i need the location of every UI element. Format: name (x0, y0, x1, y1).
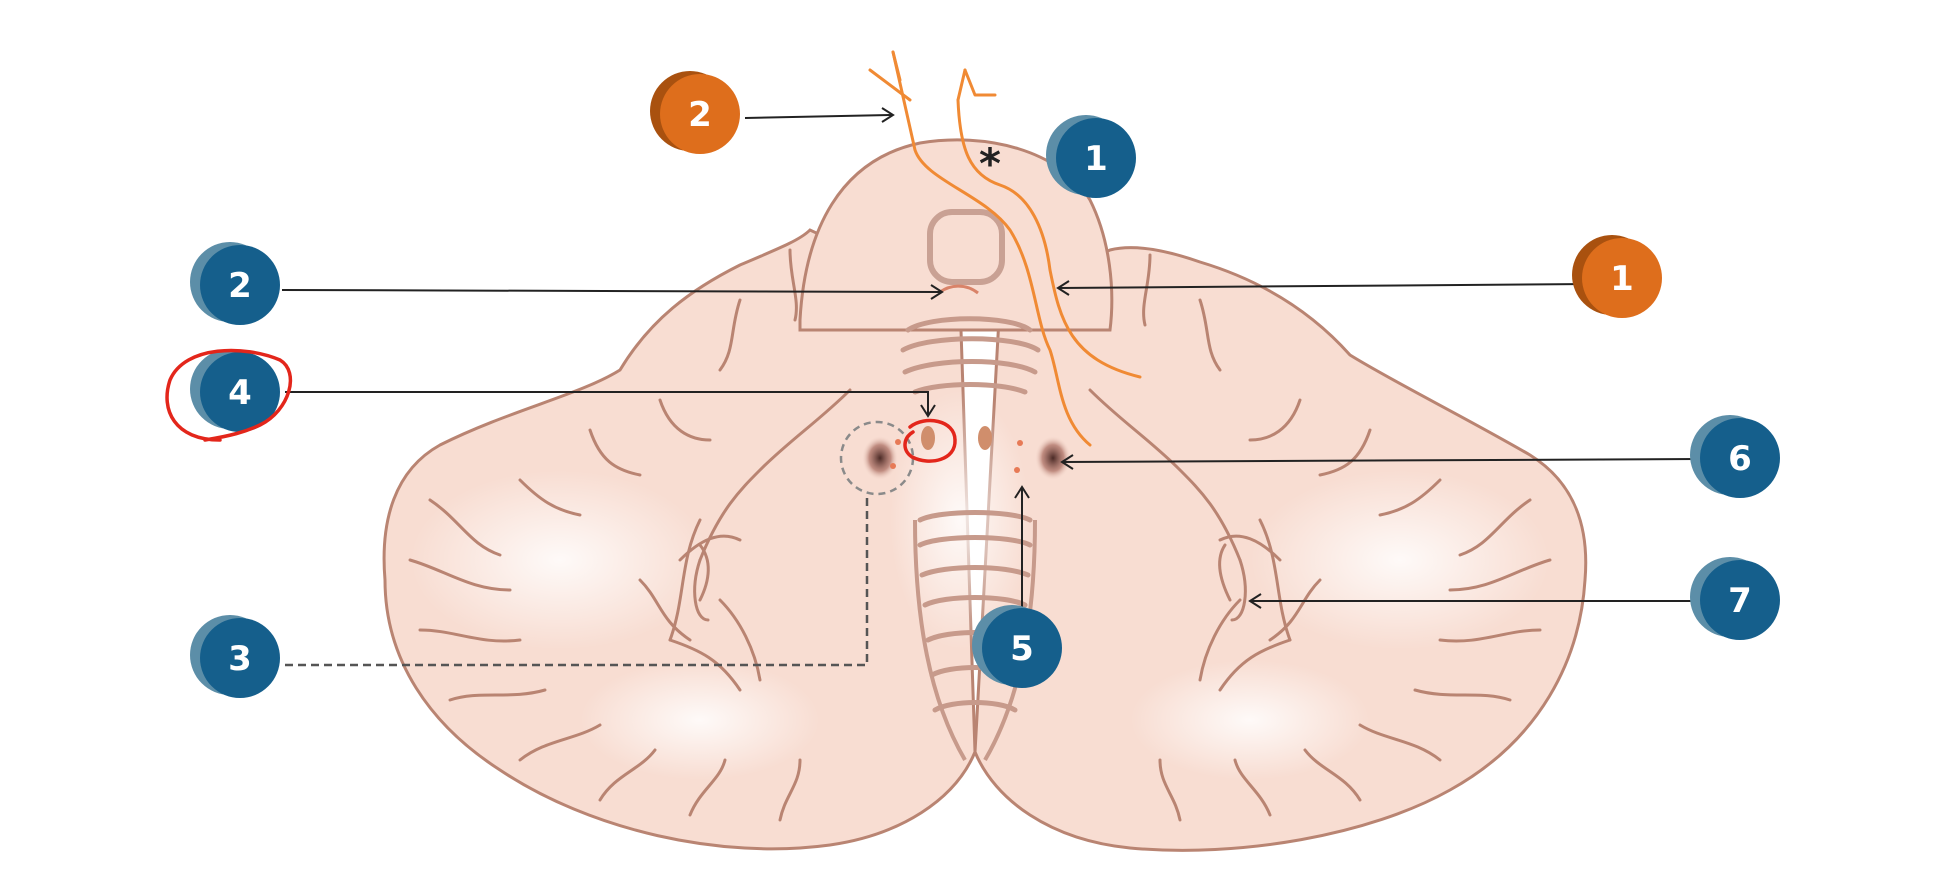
badge-circle (660, 74, 740, 154)
badge-orange-right: 1 (1572, 235, 1662, 318)
badge-circle (982, 608, 1062, 688)
badge-number: 7 (1728, 581, 1752, 621)
pointer-blue-6 (1061, 458, 1701, 463)
pointer-orange-2 (744, 114, 894, 119)
pointer-blue-2 (281, 289, 943, 293)
badge-circle (200, 245, 280, 325)
badge-circle (1056, 118, 1136, 198)
nerve-pathway (868, 50, 1142, 447)
deep-nuclei (862, 284, 1071, 480)
badge-blue-center-5: 5 (972, 605, 1062, 688)
badge-blue-right-6: 6 (1690, 415, 1780, 498)
badge-circle (1700, 418, 1780, 498)
cerebellum-body (382, 138, 1588, 852)
pointer-blue-4 (285, 391, 929, 415)
highlight-scribble-badge-4 (165, 348, 292, 442)
badge-number: 2 (228, 266, 252, 306)
badge-blue-top-right: 1 (1046, 115, 1136, 198)
badge-number: 4 (228, 373, 252, 413)
badge-circle (1700, 560, 1780, 640)
badge-blue-left-2: 2 (190, 242, 280, 325)
nucleus-right-center (978, 426, 992, 450)
badge-number: 2 (688, 95, 712, 135)
badges: 2 1 1 2 4 6 7 3 5 (190, 71, 1780, 698)
badge-blue-left-3: 3 (190, 615, 280, 698)
nucleus-left-dark (862, 436, 898, 480)
asterisk-mark: * (979, 139, 1001, 188)
highlight-circle-nucleus (903, 418, 957, 463)
badge-circle (1582, 238, 1662, 318)
badge-number: 6 (1728, 439, 1752, 479)
folia-lines (408, 248, 1552, 822)
badge-circle (200, 352, 280, 432)
badge-number: 5 (1010, 629, 1034, 669)
nerve-line-right (956, 98, 1142, 379)
badge-blue-right-7: 7 (1690, 557, 1780, 640)
nucleus-right-dark (1035, 436, 1071, 480)
badge-blue-left-4: 4 (190, 349, 280, 432)
badge-number: 1 (1610, 259, 1634, 299)
badge-orange-top: 2 (650, 71, 740, 154)
badge-number: 3 (228, 639, 252, 679)
pointer-lines (281, 107, 1701, 610)
nerve-line-left (891, 50, 1092, 447)
pointer-blue-3-dashed (285, 493, 869, 667)
badge-number: 1 (1084, 139, 1108, 179)
vermis-dome (798, 138, 1114, 332)
badge-circle (200, 618, 280, 698)
nucleus-left-center (921, 426, 935, 450)
pointer-orange-1 (1057, 283, 1591, 289)
